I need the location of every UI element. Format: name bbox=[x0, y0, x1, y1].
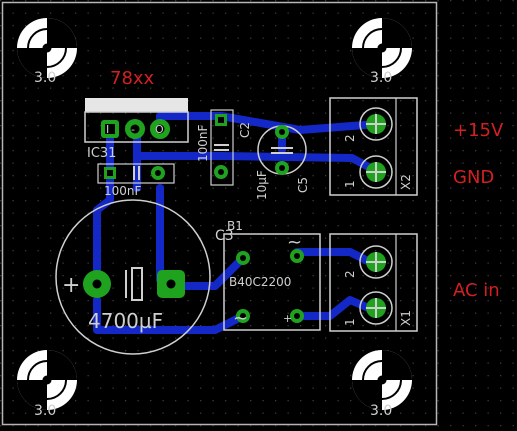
capacitor-value: 4700µF bbox=[88, 309, 163, 333]
bridge-plus-mark: + bbox=[283, 312, 292, 325]
mount-hole-bottom-left[interactable]: 3.0 bbox=[17, 350, 77, 419]
capacitor-plus-mark: + bbox=[62, 273, 80, 298]
net-label-ac-in: AC in bbox=[453, 280, 500, 301]
net-label-gnd: GND bbox=[453, 167, 494, 188]
capacitor-name: C5 bbox=[296, 177, 310, 193]
terminal-pin-label: 2 bbox=[343, 270, 357, 278]
terminal-name: X2 bbox=[399, 174, 413, 190]
mount-hole-label: 3.0 bbox=[34, 403, 56, 419]
regulator-pin-label: O bbox=[155, 123, 164, 136]
bridge-rectifier-b1[interactable]: B1 B40C2200 ~ ~ + bbox=[223, 219, 321, 331]
mount-hole-top-right[interactable]: 3.0 bbox=[352, 18, 412, 86]
terminal-x1[interactable]: 1 2 X1 bbox=[329, 233, 418, 332]
ac-symbol: ~ bbox=[287, 232, 302, 253]
bridge-name: B1 bbox=[227, 219, 243, 233]
net-label-15v: +15V bbox=[453, 120, 504, 141]
capacitor-c2[interactable]: 100nF C2 bbox=[196, 109, 252, 186]
terminal-name: X1 bbox=[399, 310, 413, 326]
terminal-pin-label: 2 bbox=[343, 134, 357, 142]
mount-hole-label: 3.0 bbox=[370, 403, 392, 419]
terminal-pin-label: 1 bbox=[343, 180, 357, 188]
capacitor-value: 100nF bbox=[196, 124, 210, 162]
capacitor-value: 10µF bbox=[255, 170, 269, 200]
bridge-value: B40C2200 bbox=[229, 275, 291, 289]
capacitor-100nf-input[interactable]: 100nF bbox=[97, 163, 175, 198]
capacitor-value: 100nF bbox=[104, 184, 142, 198]
board-outline bbox=[1, 1, 438, 426]
mount-hole-label: 3.0 bbox=[34, 70, 56, 86]
regulator-value: 78xx bbox=[110, 68, 155, 89]
capacitor-name: C2 bbox=[238, 122, 252, 138]
regulator-pin-label: - bbox=[131, 123, 135, 136]
mount-hole-label: 3.0 bbox=[370, 70, 392, 86]
regulator-pin-label: I bbox=[106, 123, 109, 136]
mount-hole-top-left[interactable]: 3.0 bbox=[17, 18, 77, 86]
terminal-pin-label: 1 bbox=[343, 318, 357, 326]
ac-symbol: ~ bbox=[233, 308, 248, 329]
capacitor-bulk[interactable]: + C3 4700µF bbox=[55, 199, 234, 355]
capacitor-c5[interactable]: 10µF C5 bbox=[255, 125, 310, 200]
regulator-name: IC31 bbox=[87, 146, 116, 161]
regulator-78xx[interactable]: 78xx IC31 I - O bbox=[84, 68, 189, 161]
mount-hole-bottom-right[interactable]: 3.0 bbox=[352, 350, 412, 419]
terminal-x2[interactable]: 1 2 X2 bbox=[329, 97, 418, 196]
